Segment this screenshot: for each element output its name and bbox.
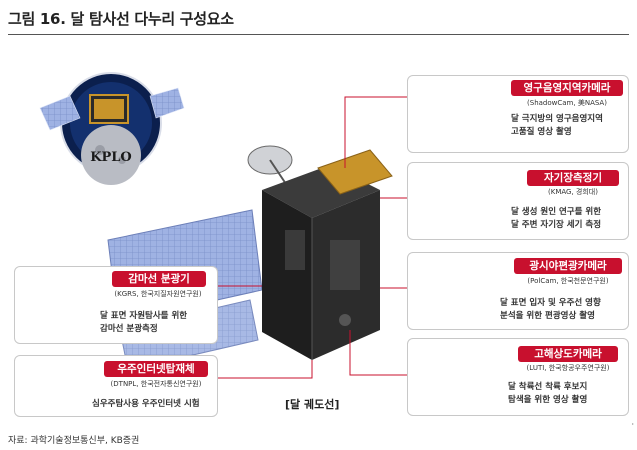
instrument-name-kmag: 자기장측정기	[527, 170, 619, 186]
connector-lines	[218, 96, 407, 379]
instrument-org-luti: (LUTI, 한국항공우주연구원)	[526, 364, 610, 372]
figure-caption: [달 궤도선]	[285, 398, 340, 411]
instrument-org-kmag: (KMAG, 경희대)	[548, 188, 598, 196]
instrument-org-polcam: (PolCam, 한국천문연구원)	[527, 277, 609, 285]
instrument-name-polcam: 광시야편광카메라	[514, 258, 622, 274]
instrument-name-luti: 고해상도카메라	[518, 346, 618, 362]
source-note: 자료: 과학기술정보통신부, KB증권	[8, 436, 140, 446]
instrument-desc-kmag-2: 달 주변 자기장 세기 측정	[511, 220, 602, 230]
instrument-desc-kgrs-1: 달 표면 자원탐사를 위한	[100, 311, 188, 321]
instrument-desc-kgrs-2: 감마선 분광측정	[100, 324, 158, 334]
kplo-logo-text: KPLO	[90, 150, 132, 165]
instrument-desc-polcam-2: 분석을 위한 편광영상 촬영	[500, 311, 595, 321]
instrument-name-kgrs: 감마선 분광기	[112, 271, 206, 287]
corner-mark: ·	[631, 420, 634, 429]
instrument-desc-luti-2: 탐색을 위한 영상 촬영	[508, 395, 588, 405]
instrument-name-shadowcam: 영구음영지역카메라	[511, 80, 623, 96]
instrument-desc-shadowcam-1: 달 극지방의 영구음영지역	[511, 114, 603, 124]
satellite-body	[247, 145, 393, 360]
kplo-mission-logo	[39, 72, 185, 185]
instrument-desc-polcam-1: 달 표면 입자 및 우주선 영향	[500, 298, 601, 308]
instrument-desc-luti-1: 달 착륙선 착륙 후보지	[508, 382, 588, 392]
page-title: 그림 16. 달 탐사선 다누리 구성요소	[8, 10, 234, 28]
instrument-org-dtnpl: (DTNPL, 한국전자통신연구원)	[110, 380, 202, 388]
instrument-desc-shadowcam-2: 고품질 영상 촬영	[511, 127, 572, 137]
instrument-desc-dtnpl-1: 심우주탐사용 우주인터넷 시험	[92, 399, 200, 409]
instrument-name-dtnpl: 우주인터넷탑재체	[104, 361, 208, 377]
instrument-org-shadowcam: (ShadowCam, 美NASA)	[527, 99, 607, 107]
instrument-org-kgrs: (KGRS, 한국지질자원연구원)	[114, 290, 202, 298]
title-divider	[8, 34, 629, 35]
instrument-desc-kmag-1: 달 생성 원인 연구를 위한	[511, 207, 602, 217]
